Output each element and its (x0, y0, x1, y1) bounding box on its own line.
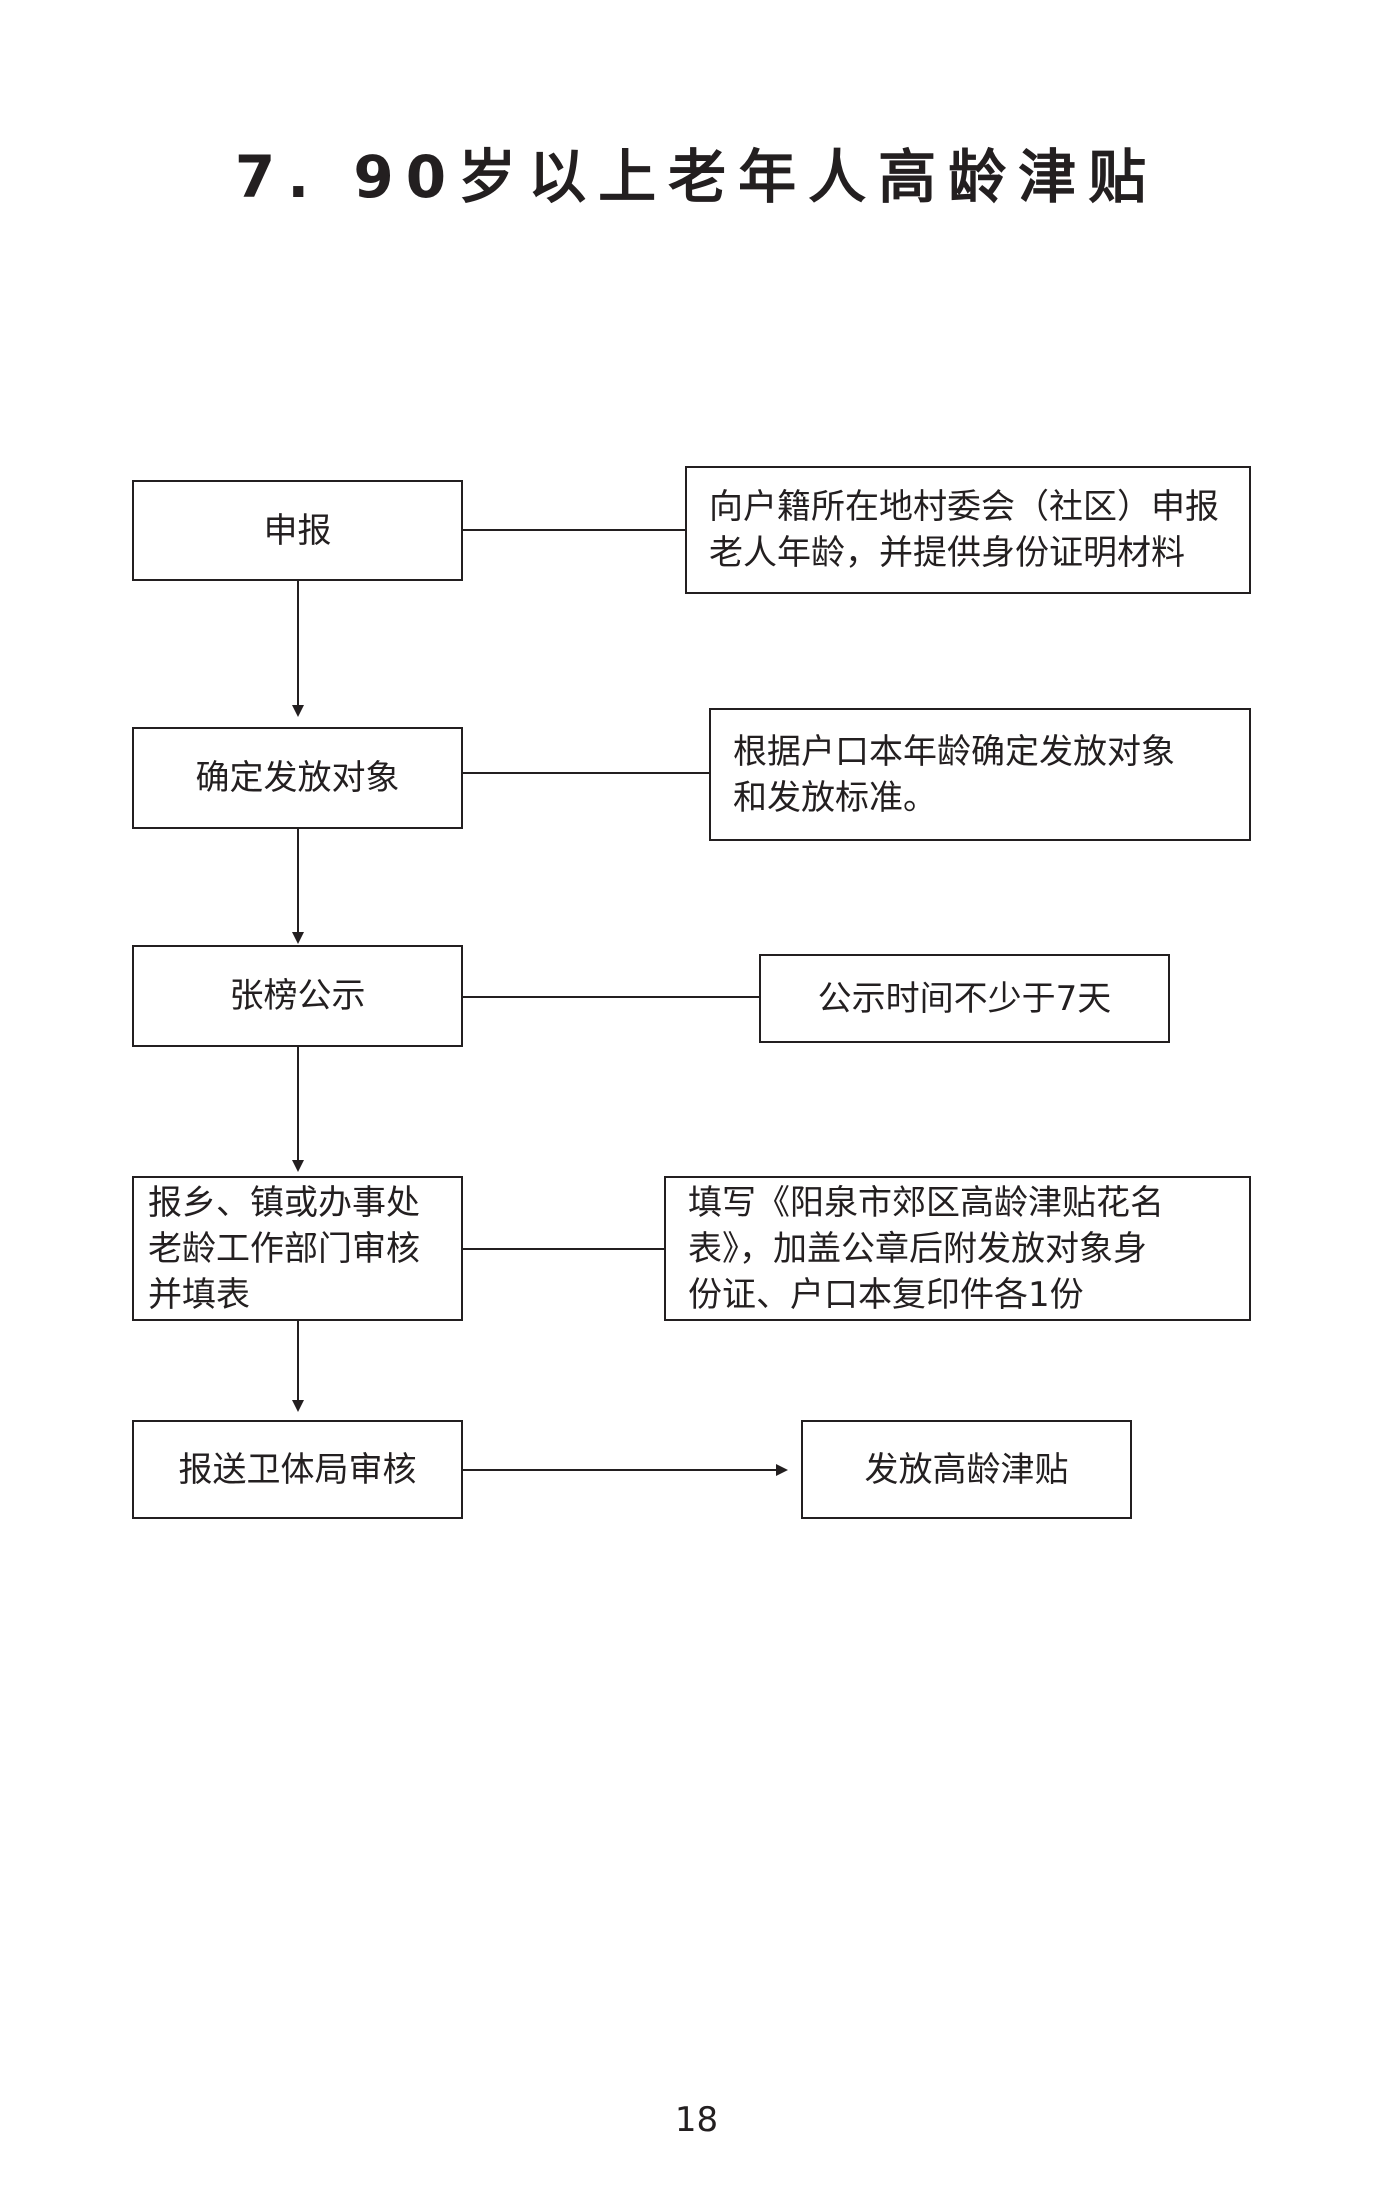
page-title: 7. 90岁以上老年人高龄津贴 (234, 143, 1159, 211)
step-label: 张榜公示 (229, 976, 366, 1016)
note-apply: 向户籍所在地村委会（社区）申报 老人年龄，并提供身份证明材料 (685, 466, 1251, 594)
step-label: 申报 (263, 510, 332, 551)
step-township-review: 报乡、镇或办事处 老龄工作部门审核 并填表 (132, 1176, 463, 1321)
note-public-notice: 公示时间不少于7天 (759, 954, 1170, 1043)
step-apply: 申报 (132, 480, 463, 581)
note-township-review: 填写《阳泉市郊区高龄津贴花名 表》，加盖公章后附发放对象身 份证、户口本复印件各… (664, 1176, 1251, 1321)
result-issue-subsidy: 发放高龄津贴 (801, 1420, 1132, 1519)
note-text: 填写《阳泉市郊区高龄津贴花名 表》，加盖公章后附发放对象身 份证、户口本复印件各… (688, 1182, 1164, 1315)
step-label: 报乡、镇或办事处 老龄工作部门审核 并填表 (148, 1182, 420, 1315)
note-text: 公示时间不少于7天 (817, 978, 1112, 1019)
step-public-notice: 张榜公示 (132, 945, 463, 1047)
note-determine-recipients: 根据户口本年龄确定发放对象 和发放标准。 (709, 708, 1251, 841)
note-text: 向户籍所在地村委会（社区）申报 老人年龄，并提供身份证明材料 (709, 487, 1219, 573)
step-health-bureau-review: 报送卫体局审核 (132, 1420, 463, 1519)
step-determine-recipients: 确定发放对象 (132, 727, 463, 829)
page-number: 18 (674, 2100, 719, 2140)
note-text: 根据户口本年龄确定发放对象 和发放标准。 (733, 731, 1175, 818)
note-text: 发放高龄津贴 (864, 1449, 1069, 1490)
step-label: 报送卫体局审核 (178, 1449, 417, 1490)
step-label: 确定发放对象 (195, 758, 400, 798)
